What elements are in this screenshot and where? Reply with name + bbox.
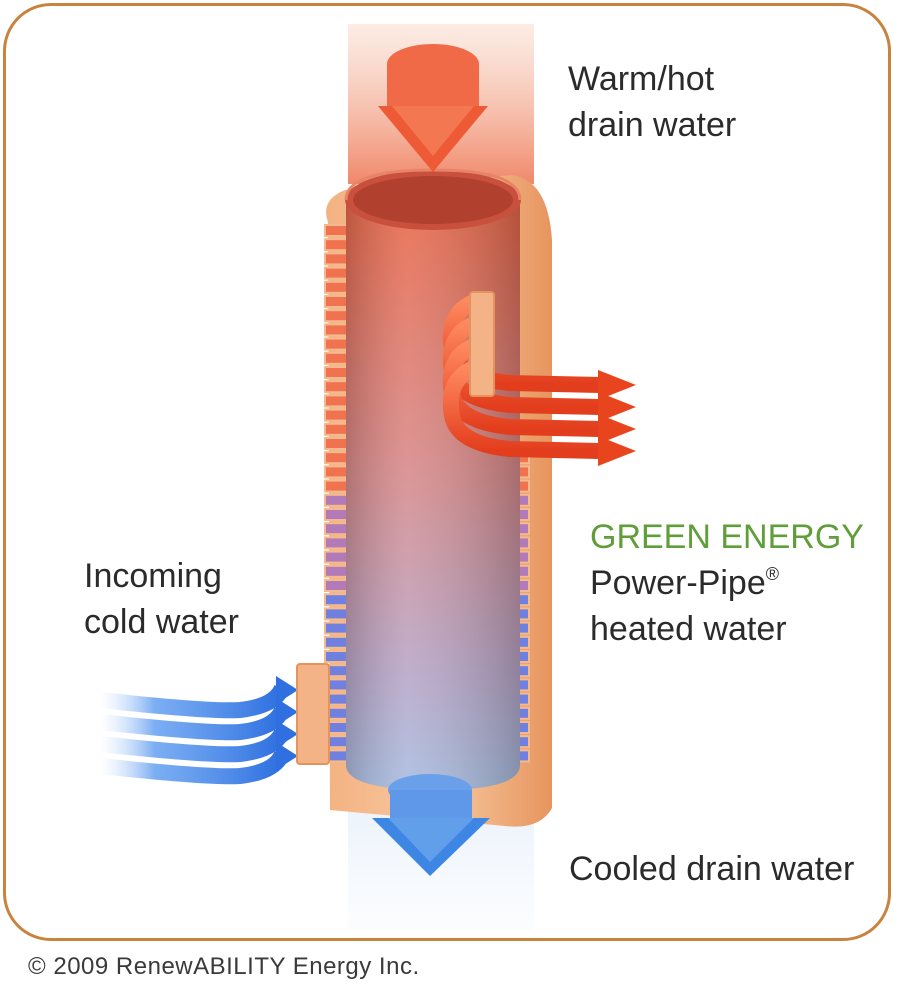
coil-cell bbox=[324, 437, 348, 450]
registered-mark: ® bbox=[765, 564, 780, 584]
coil-cell bbox=[324, 408, 348, 422]
heated-water-text: heated water bbox=[590, 610, 787, 648]
coil-cell bbox=[324, 309, 348, 323]
coil-cell bbox=[324, 380, 348, 394]
coil-cell bbox=[324, 280, 348, 294]
label-warm-drain-water: Warm/hot drain water bbox=[568, 56, 736, 148]
coil-cell bbox=[324, 593, 348, 607]
power-pipe-text: Power-Pipe bbox=[590, 564, 766, 602]
coil-cell bbox=[324, 366, 348, 379]
coil-cell bbox=[324, 422, 348, 436]
coil-cell bbox=[324, 508, 348, 521]
coil-cell bbox=[324, 266, 348, 280]
coil-cell bbox=[324, 635, 348, 649]
cold-tube bbox=[99, 706, 290, 741]
right-arrow-icon bbox=[598, 370, 636, 400]
green-energy-title: GREEN ENERGY bbox=[590, 518, 864, 556]
warm-line-1: Warm/hot bbox=[568, 60, 715, 98]
drain-pipe bbox=[344, 168, 522, 790]
coil-cell bbox=[324, 493, 348, 507]
hot-tube bbox=[442, 358, 601, 459]
power-pipe-line: Power-Pipe® bbox=[590, 560, 864, 606]
right-arrow-icon bbox=[276, 676, 298, 704]
coil-cell bbox=[324, 522, 348, 536]
coil-cell bbox=[324, 536, 348, 550]
coil-cell bbox=[324, 252, 348, 266]
label-green-energy: GREEN ENERGY Power-Pipe® heated water bbox=[590, 514, 864, 652]
coil-cell bbox=[324, 564, 348, 578]
right-arrow-icon bbox=[276, 698, 298, 726]
coil-cell bbox=[324, 337, 348, 351]
warm-line-2: drain water bbox=[568, 106, 737, 144]
cooled-text: Cooled drain water bbox=[569, 850, 855, 888]
copyright-notice: © 2009 RenewABILITY Energy Inc. bbox=[28, 953, 420, 980]
right-arrow-icon bbox=[598, 392, 636, 422]
cold-tube bbox=[99, 750, 290, 785]
cold-tube bbox=[99, 684, 290, 719]
right-arrow-icon bbox=[598, 414, 636, 444]
coil-cell bbox=[324, 607, 348, 621]
label-cooled-drain-water: Cooled drain water bbox=[569, 846, 854, 892]
coil-cell bbox=[324, 650, 348, 663]
cold-inlet-tubes bbox=[99, 663, 330, 785]
cold-line-2: cold water bbox=[84, 603, 239, 641]
coil-cell bbox=[324, 224, 348, 237]
coil-cell bbox=[324, 451, 348, 465]
cold-down-arrow-icon bbox=[372, 774, 490, 876]
cold-tube bbox=[99, 728, 290, 763]
cold-manifold bbox=[296, 663, 330, 765]
right-arrow-icon bbox=[276, 742, 298, 770]
coil-cell bbox=[324, 579, 348, 592]
cold-line-1: Incoming bbox=[84, 557, 222, 595]
hot-manifold bbox=[469, 291, 495, 397]
coil-cell bbox=[324, 323, 348, 337]
coil-cell bbox=[324, 465, 348, 479]
hot-outlet-tubes bbox=[442, 291, 636, 466]
coil-cell bbox=[324, 351, 348, 365]
coil-cell bbox=[324, 479, 348, 493]
coil-cell bbox=[324, 238, 348, 252]
coil-cell bbox=[324, 621, 348, 635]
label-incoming-cold-water: Incoming cold water bbox=[84, 553, 239, 645]
right-arrow-icon bbox=[276, 720, 298, 748]
coil-cell bbox=[324, 295, 348, 308]
coil-cell bbox=[324, 550, 348, 564]
right-arrow-icon bbox=[598, 436, 636, 466]
coil-cell bbox=[324, 394, 348, 408]
hot-down-arrow-icon bbox=[378, 44, 488, 172]
